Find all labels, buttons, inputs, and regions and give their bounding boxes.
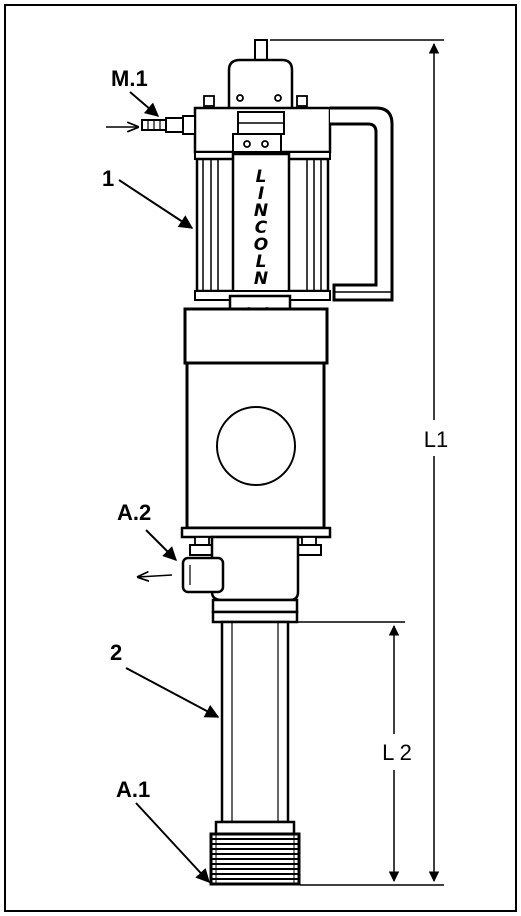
a1-leader-arrow (135, 802, 210, 884)
label-m1: M.1 (111, 66, 148, 91)
brand-letter-6: L (256, 252, 267, 272)
item-2-leader-arrow (125, 667, 220, 718)
lincoln-brand-text: L I N C O L N (254, 167, 268, 289)
pump-housing (180, 307, 332, 539)
label-l1: L1 (424, 427, 448, 452)
a2-leader-arrow (145, 529, 177, 561)
brand-letter-3: N (254, 201, 268, 221)
foot-valve (209, 832, 301, 886)
outlet-arrow (138, 575, 173, 577)
brand-letter-2: I (258, 184, 264, 204)
item-1-leader-arrow (118, 179, 194, 229)
air-motor (141, 39, 394, 326)
dimension-l2 (292, 621, 405, 883)
pump-lower (181, 535, 322, 886)
dimension-l1 (270, 39, 444, 886)
brand-letter-5: O (254, 235, 268, 255)
label-item-1: 1 (102, 166, 114, 191)
label-item-2: 2 (110, 640, 122, 665)
brand-letter-7: N (254, 269, 268, 289)
brand-letter-1: L (256, 167, 267, 187)
m1-leader-arrow (129, 91, 160, 117)
label-l2: L 2 (382, 740, 412, 765)
brand-letter-4: C (255, 218, 268, 238)
label-a2: A.2 (117, 500, 151, 525)
label-a1: A.1 (116, 777, 150, 802)
